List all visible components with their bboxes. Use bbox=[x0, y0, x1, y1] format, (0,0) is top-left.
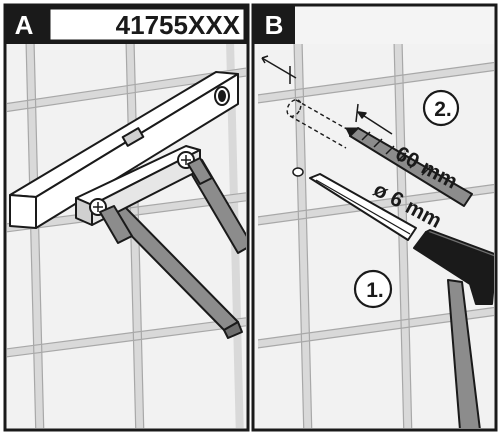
panel-a-product-code: 41755XXX bbox=[116, 10, 241, 40]
center-punch bbox=[292, 167, 417, 241]
hammer-icon bbox=[413, 229, 494, 428]
panel-b-label: B bbox=[265, 10, 284, 40]
panel-a-label: A bbox=[15, 10, 34, 40]
spirit-level-bubble-icon bbox=[121, 127, 145, 147]
step-1-badge: 1. bbox=[353, 269, 393, 309]
depth-dimension-arrow bbox=[355, 103, 393, 135]
step-2-label: 2. bbox=[434, 98, 452, 121]
offset-dimension-marker bbox=[261, 55, 297, 84]
panel-a-code-box bbox=[49, 8, 245, 41]
step-1-label: 1. bbox=[366, 279, 384, 302]
panel-b-header bbox=[253, 5, 295, 44]
panel-a: A 41755XXX bbox=[3, 3, 250, 432]
mark-point-icon bbox=[292, 167, 304, 177]
step-2-badge: 2. bbox=[422, 89, 460, 127]
spirit-level bbox=[9, 71, 239, 229]
drill-bit bbox=[345, 127, 473, 207]
panel-b: B bbox=[251, 3, 498, 432]
